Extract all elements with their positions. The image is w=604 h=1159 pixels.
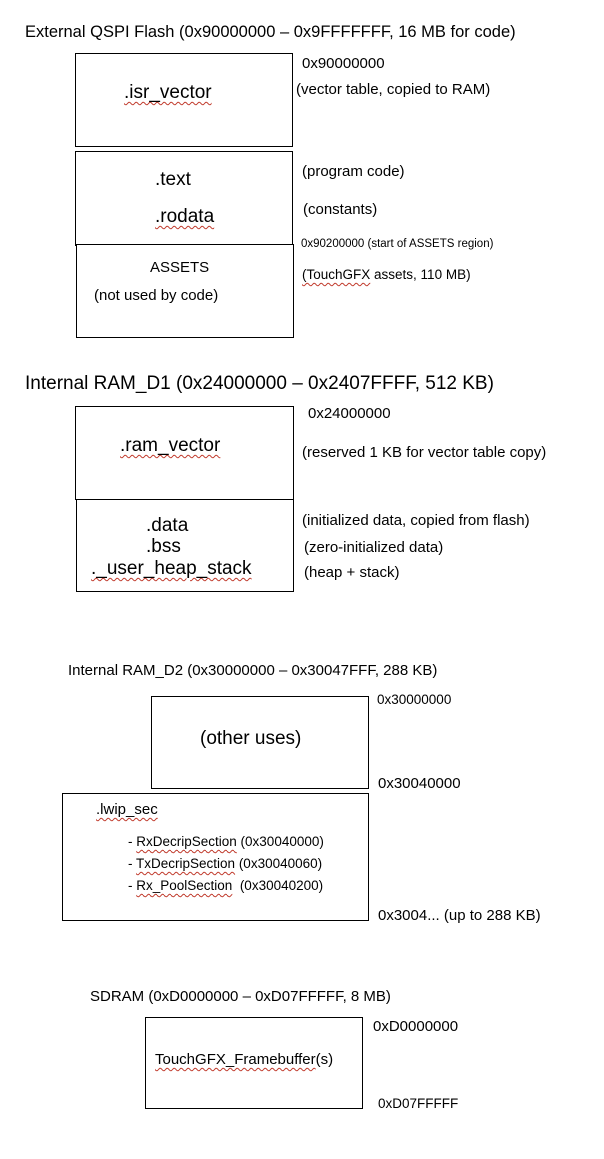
lwip-label: .lwip_sec (96, 801, 158, 818)
rodata-note: (constants) (303, 201, 378, 218)
heap-note: (heap + stack) (304, 564, 400, 581)
ram-vector-note: (reserved 1 KB for vector table copy) (302, 444, 547, 461)
lwip-item-rx-descriptor: - RxDecripSection (0x30040000) (128, 834, 324, 849)
isr-vector-label: .isr_vector (124, 82, 212, 103)
framebuffer-label: TouchGFX_Framebuffer(s) (155, 1051, 334, 1068)
qspi-title: External QSPI Flash (0x90000000 – 0x9FFF… (25, 23, 516, 41)
other-uses-label: (other uses) (200, 728, 302, 749)
bss-note: (zero-initialized data) (304, 539, 444, 556)
lwip-item-rx-pool: - Rx_PoolSection (0x30040200) (128, 878, 324, 893)
lwip-block (62, 793, 369, 921)
assets-address: 0x90200000 (start of ASSETS region) (301, 238, 494, 250)
ram-vector-label: .ram_vector (120, 435, 221, 456)
assets-label: ASSETS (150, 259, 210, 276)
isr-vector-note: (vector table, copied to RAM) (296, 81, 491, 98)
ram-d2-start-address: 0x30000000 (377, 692, 452, 707)
qspi-start-address: 0x90000000 (302, 55, 385, 72)
assets-sub: (not used by code) (94, 287, 219, 304)
heap-stack-label: ._user_heap_stack (91, 558, 252, 579)
ram-d1-title: Internal RAM_D1 (0x24000000 – 0x2407FFFF… (25, 373, 494, 394)
data-bss-heap-block (76, 499, 294, 592)
isr-vector-block (75, 53, 293, 147)
rodata-label: .rodata (155, 206, 215, 227)
ram-d1-start-address: 0x24000000 (308, 405, 391, 422)
ram-d2-end-address: 0x3004... (up to 288 KB) (378, 907, 541, 924)
text-label: .text (155, 169, 191, 190)
data-label: .data (146, 515, 189, 536)
other-uses-block (151, 696, 369, 789)
assets-block (76, 244, 294, 338)
assets-note: (TouchGFX assets, 110 MB) (302, 267, 471, 282)
data-note: (initialized data, copied from flash) (302, 512, 530, 529)
sdram-end-address: 0xD07FFFFF (378, 1096, 459, 1111)
bss-label: .bss (146, 536, 181, 557)
lwip-address: 0x30040000 (378, 775, 461, 792)
text-note: (program code) (302, 163, 405, 180)
sdram-title: SDRAM (0xD0000000 – 0xD07FFFFF, 8 MB) (90, 988, 391, 1005)
sdram-start-address: 0xD0000000 (373, 1018, 459, 1035)
text-rodata-block (75, 151, 293, 246)
lwip-item-tx-descriptor: - TxDecripSection (0x30040060) (128, 856, 323, 871)
framebuffer-block (145, 1017, 363, 1109)
ram-d2-title: Internal RAM_D2 (0x30000000 – 0x30047FFF… (68, 662, 438, 679)
